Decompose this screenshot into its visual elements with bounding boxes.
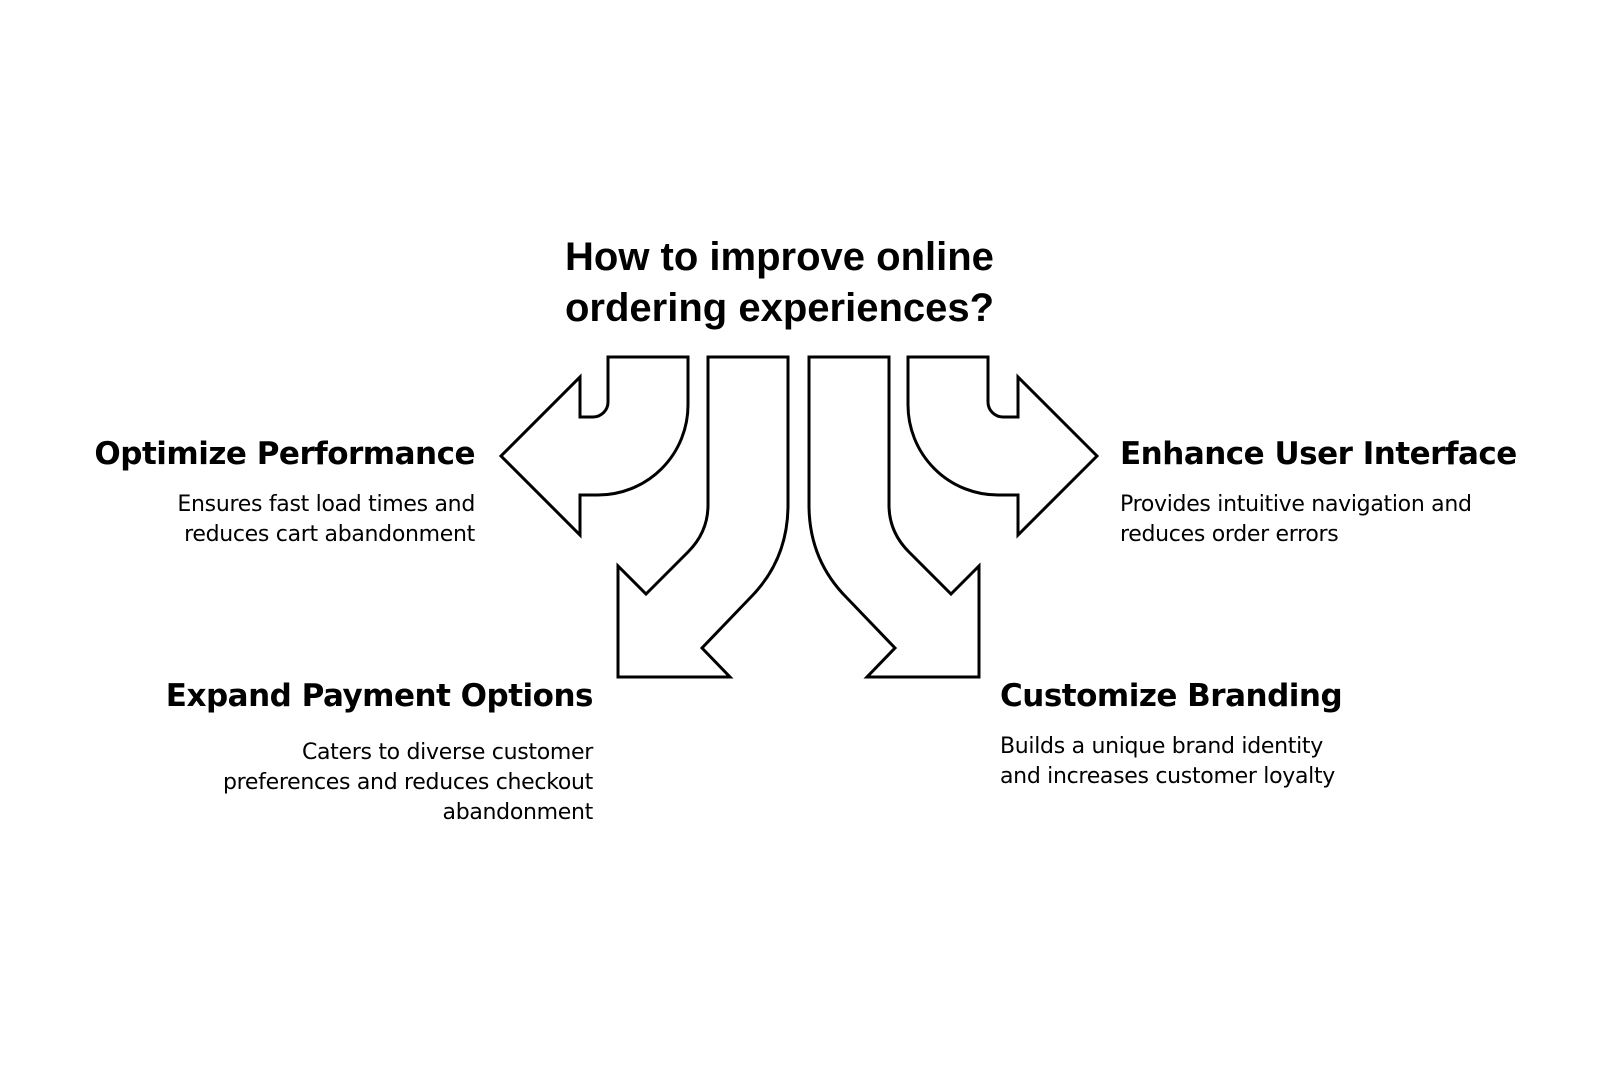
branch-heading: Optimize Performance: [94, 436, 475, 472]
branch-optimize-performance: Optimize Performance Ensures fast load t…: [94, 434, 475, 550]
diagram-title: How to improve online ordering experienc…: [565, 235, 995, 330]
branch-expand-payment-options: Expand Payment Options Caters to diverse…: [165, 676, 594, 828]
branch-description: Ensures fast load times and reduces cart…: [177, 492, 475, 547]
arrow-right-enhance-user-interface: [906, 355, 1100, 539]
branch-description: Provides intuitive navigation and reduce…: [1120, 492, 1472, 547]
branch-description: Builds a unique brand identity and incre…: [1000, 734, 1335, 789]
branch-description: Caters to diverse customer preferences a…: [223, 740, 593, 825]
arrow-down-left-expand-payment: [616, 355, 790, 679]
arrow-left-optimize-performance: [498, 355, 690, 539]
branch-customize-branding: Customize Branding Builds a unique brand…: [1000, 676, 1343, 792]
branch-enhance-user-interface: Enhance User Interface Provides intuitiv…: [1120, 434, 1517, 550]
branch-heading: Enhance User Interface: [1120, 436, 1517, 472]
branch-heading: Expand Payment Options: [165, 678, 594, 714]
arrow-down-right-customize-branding: [807, 355, 981, 679]
branch-heading: Customize Branding: [1000, 678, 1343, 714]
